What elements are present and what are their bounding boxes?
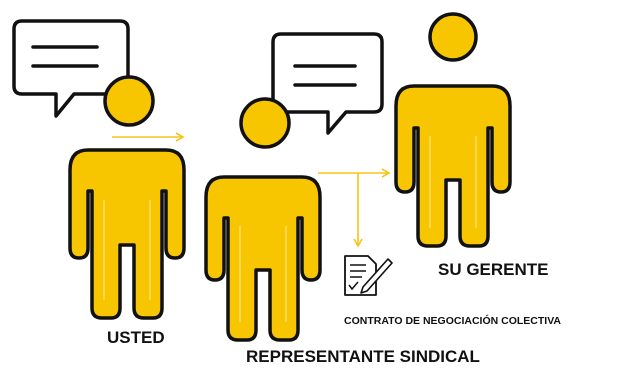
speech-bubble-icon <box>271 32 384 135</box>
label-contract: CONTRATO DE NEGOCIACIÓN COLECTIVA <box>344 315 562 327</box>
person-representative-icon <box>204 97 322 342</box>
label-manager: SU GERENTE <box>438 260 549 279</box>
label-you: USTED <box>107 328 165 347</box>
person-you-icon <box>68 75 186 320</box>
person-manager-icon <box>394 12 512 248</box>
signed-document-icon <box>344 255 393 296</box>
label-representative: REPRESENTANTE SINDICAL <box>246 347 480 366</box>
